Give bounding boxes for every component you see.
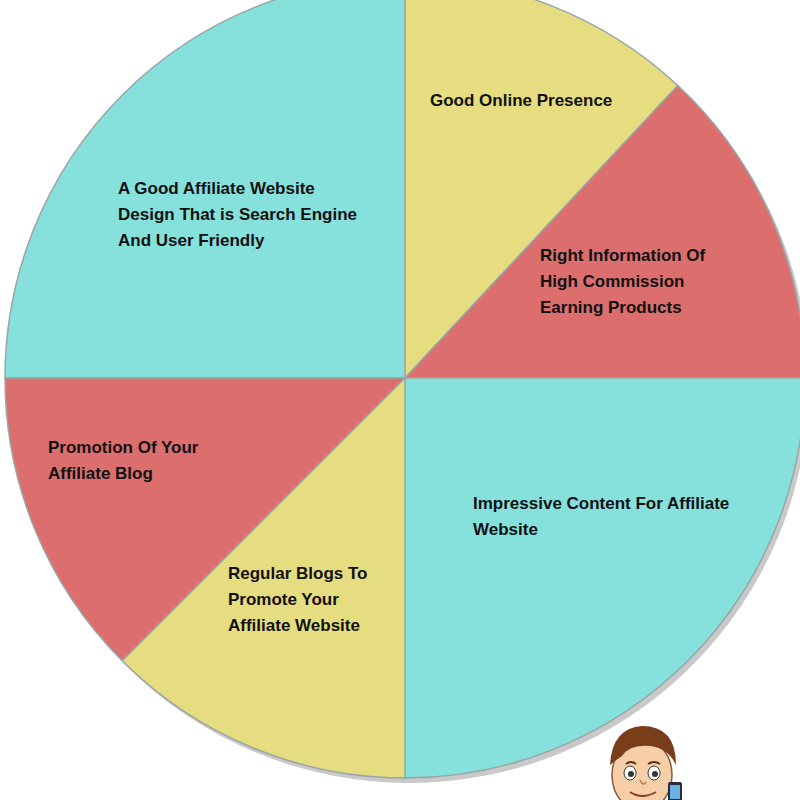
pie-shadow-disc xyxy=(9,0,800,783)
slice-label: Right Information Of High Commission Ear… xyxy=(540,243,740,321)
slice-label: A Good Affiliate Website Design That is … xyxy=(118,176,363,254)
slice-outline xyxy=(5,0,405,378)
slice-label: Regular Blogs To Promote Your Affiliate … xyxy=(228,561,393,639)
slice-label: Impressive Content For Affiliate Website xyxy=(473,491,773,543)
slice-label: Good Online Presence xyxy=(430,88,650,114)
slice-outline xyxy=(122,378,405,778)
slice-outline xyxy=(5,378,405,661)
slice-outline xyxy=(405,86,800,379)
slice-label: Promotion Of Your Affiliate Blog xyxy=(48,435,238,487)
slice-outline xyxy=(405,378,800,778)
slice-outline xyxy=(405,0,678,378)
